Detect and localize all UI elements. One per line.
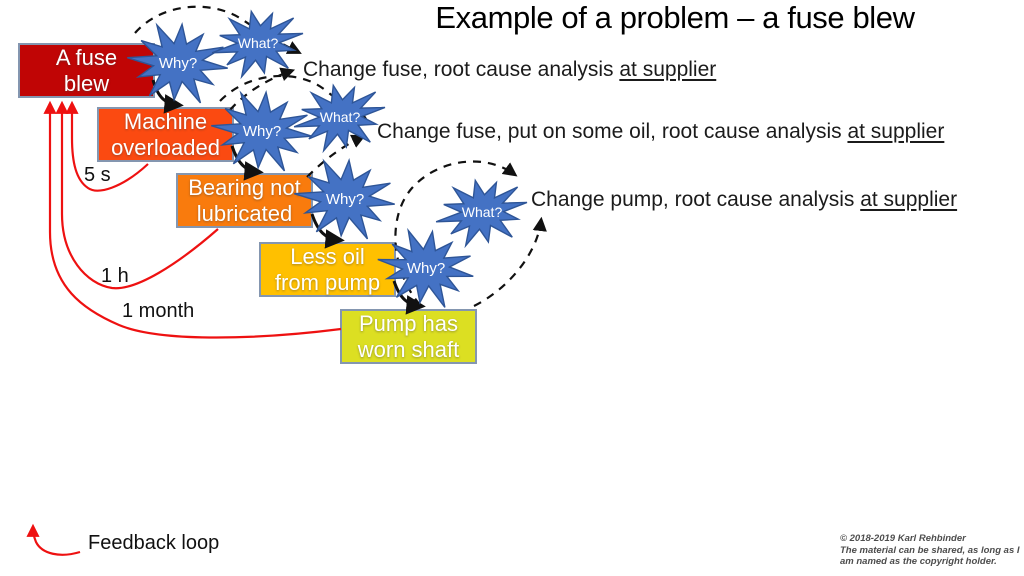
- box-pump-worn-shaft: Pump has worn shaft: [340, 309, 477, 364]
- time-label-1month: 1 month: [122, 300, 195, 322]
- answer-row-3-underlined: at supplier: [860, 188, 958, 211]
- copyright-line-2: The material can be shared, as long as I: [840, 544, 1020, 556]
- answer-row-2-underlined: at supplier: [847, 120, 945, 143]
- why-label-4: Why?: [407, 260, 445, 277]
- what-label-1: What?: [238, 35, 279, 51]
- why-label-3: Why?: [326, 191, 364, 208]
- answer-row-1: Change fuse, root cause analysis at supp…: [303, 58, 716, 82]
- answer-row-3-text: Change pump, root cause analysis: [531, 188, 861, 211]
- arrow-box1-to-box2: [151, 79, 184, 114]
- answer-row-2-text: Change fuse, put on some oil, root cause…: [377, 120, 848, 143]
- arrow-box2-to-box3: [230, 145, 264, 181]
- copyright-line-1: © 2018-2019 Karl Rehbinder: [840, 533, 966, 544]
- dashed-arc-row2-lower: [306, 134, 366, 178]
- why-label-2: Why?: [243, 123, 281, 140]
- feedback-arrow-1month: [43, 100, 342, 339]
- copyright-line-3: am named as the copyright holder.: [840, 556, 997, 567]
- dashed-arc-row3-upper: [394, 160, 518, 306]
- slide-title: Example of a problem – a fuse blew: [435, 0, 915, 35]
- dashed-arc-row2-upper: [219, 74, 369, 122]
- feedback-arrow-5s: [65, 100, 149, 192]
- time-label-5s: 5 s: [84, 164, 111, 186]
- arrow-box4-to-box5: [392, 280, 426, 315]
- dashed-arc-row1-upper: [134, 5, 302, 54]
- answer-row-1-text: Change fuse, root cause analysis: [303, 58, 620, 81]
- answer-row-1-underlined: at supplier: [619, 58, 717, 81]
- copyright-notice: © 2018-2019 Karl Rehbinder The material …: [840, 533, 1024, 568]
- answer-row-2: Change fuse, put on some oil, root cause…: [377, 120, 944, 144]
- feedback-loop-label: Feedback loop: [88, 532, 220, 554]
- box-fuse-blew: A fuse blew: [18, 43, 155, 98]
- feedback-arrow-1h: [55, 100, 219, 290]
- why-label-1: Why?: [159, 55, 197, 72]
- dashed-arc-row1-lower: [229, 67, 296, 111]
- what-label-2: What?: [320, 109, 361, 125]
- time-label-1h: 1 h: [101, 265, 129, 287]
- answer-row-3: Change pump, root cause analysis at supp…: [531, 188, 957, 212]
- arrow-box3-to-box4: [310, 213, 345, 249]
- box-less-oil-from-pump: Less oil from pump: [259, 242, 396, 297]
- feedback-legend-arrow: [26, 523, 81, 556]
- box-bearing-not-lubricated: Bearing not lubricated: [176, 173, 313, 228]
- what-label-3: What?: [462, 204, 503, 220]
